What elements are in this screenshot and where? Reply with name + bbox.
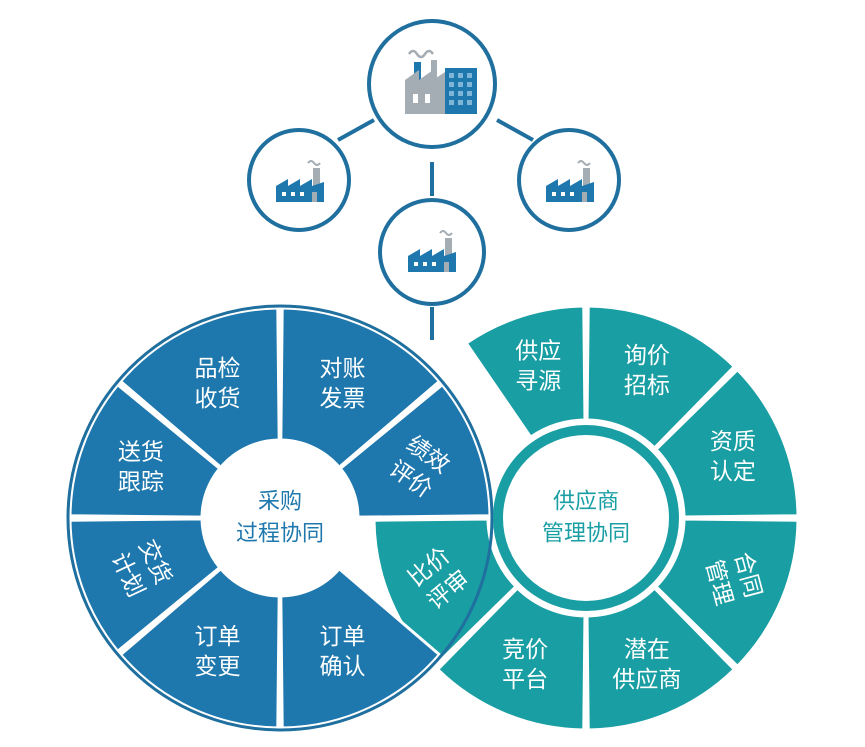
procurement-segment-0-line1: 品检 [194,356,240,382]
factory-icon [276,160,324,202]
supplier-segment-5-line1: 竞价 [502,637,548,663]
supplier-segment-1-line1: 询价 [624,343,670,369]
procurement-hub-line1: 采购 [258,490,302,515]
procurement-segment-1-line2: 发票 [320,386,366,412]
bottom-factory-node [378,198,486,306]
supplier-segment-4[interactable] [585,585,737,732]
supplier-segment-5[interactable] [435,585,587,732]
supplier-segment-2[interactable] [653,367,800,519]
network-connectors [337,118,534,340]
procurement-segment-3-line2: 确认 [320,654,366,680]
procurement-segment-2[interactable] [338,382,492,519]
procurement-segment-1-line1: 对账 [320,356,366,382]
procurement-segment-4-line1: 订单 [194,624,240,650]
supplier-hub-line2: 管理协同 [542,522,630,547]
supplier-segment-0-line2: 寻源 [515,368,561,394]
supplier-segment-1[interactable] [585,304,737,451]
supplier-segment-2-line1: 资质 [710,429,756,455]
procurement-segment-6-line2: 跟踪 [118,469,164,495]
supplier-hub-line1: 供应商 [553,490,619,515]
supplier-segment-3[interactable] [653,517,800,669]
factory-icon [546,160,594,202]
procurement-hub: 采购 过程协同 [206,444,354,592]
procurement-segment-0[interactable] [118,306,281,470]
procurement-segment-4-line2: 变更 [194,654,240,680]
procurement-segment-3[interactable] [279,566,442,730]
procurement-segment-1[interactable] [279,306,442,470]
supplier-segment-4-line1: 潜在 [624,637,670,663]
procurement-hub-line2: 过程协同 [236,522,324,547]
supplier-segment-2-line2: 认定 [710,459,756,485]
procurement-segment-6-line1: 送货 [118,439,164,465]
supplier-segment-4-line2: 供应商 [612,667,681,693]
supplier-segment-5-line2: 平台 [502,667,548,693]
factory-large-icon [405,49,477,114]
procurement-segment-0-line2: 收货 [194,386,240,412]
supplier-segment-1-line2: 招标 [624,373,670,399]
supplier-hub: 供应商 管理协同 [493,425,679,611]
procurement-segment-6[interactable] [68,382,222,519]
procurement-wheel-rim [66,304,494,732]
left-factory-node [247,128,351,232]
procurement-segment-4[interactable] [118,566,281,730]
factory-icon [408,230,456,272]
right-factory-node [517,128,621,232]
supplier-segment-0[interactable] [464,304,587,440]
procurement-segment-3-line1: 订单 [320,624,366,650]
procurement-segment-5[interactable] [68,517,222,654]
main-factory-node [367,19,497,149]
supplier-segment-0-line1: 供应 [515,338,561,364]
